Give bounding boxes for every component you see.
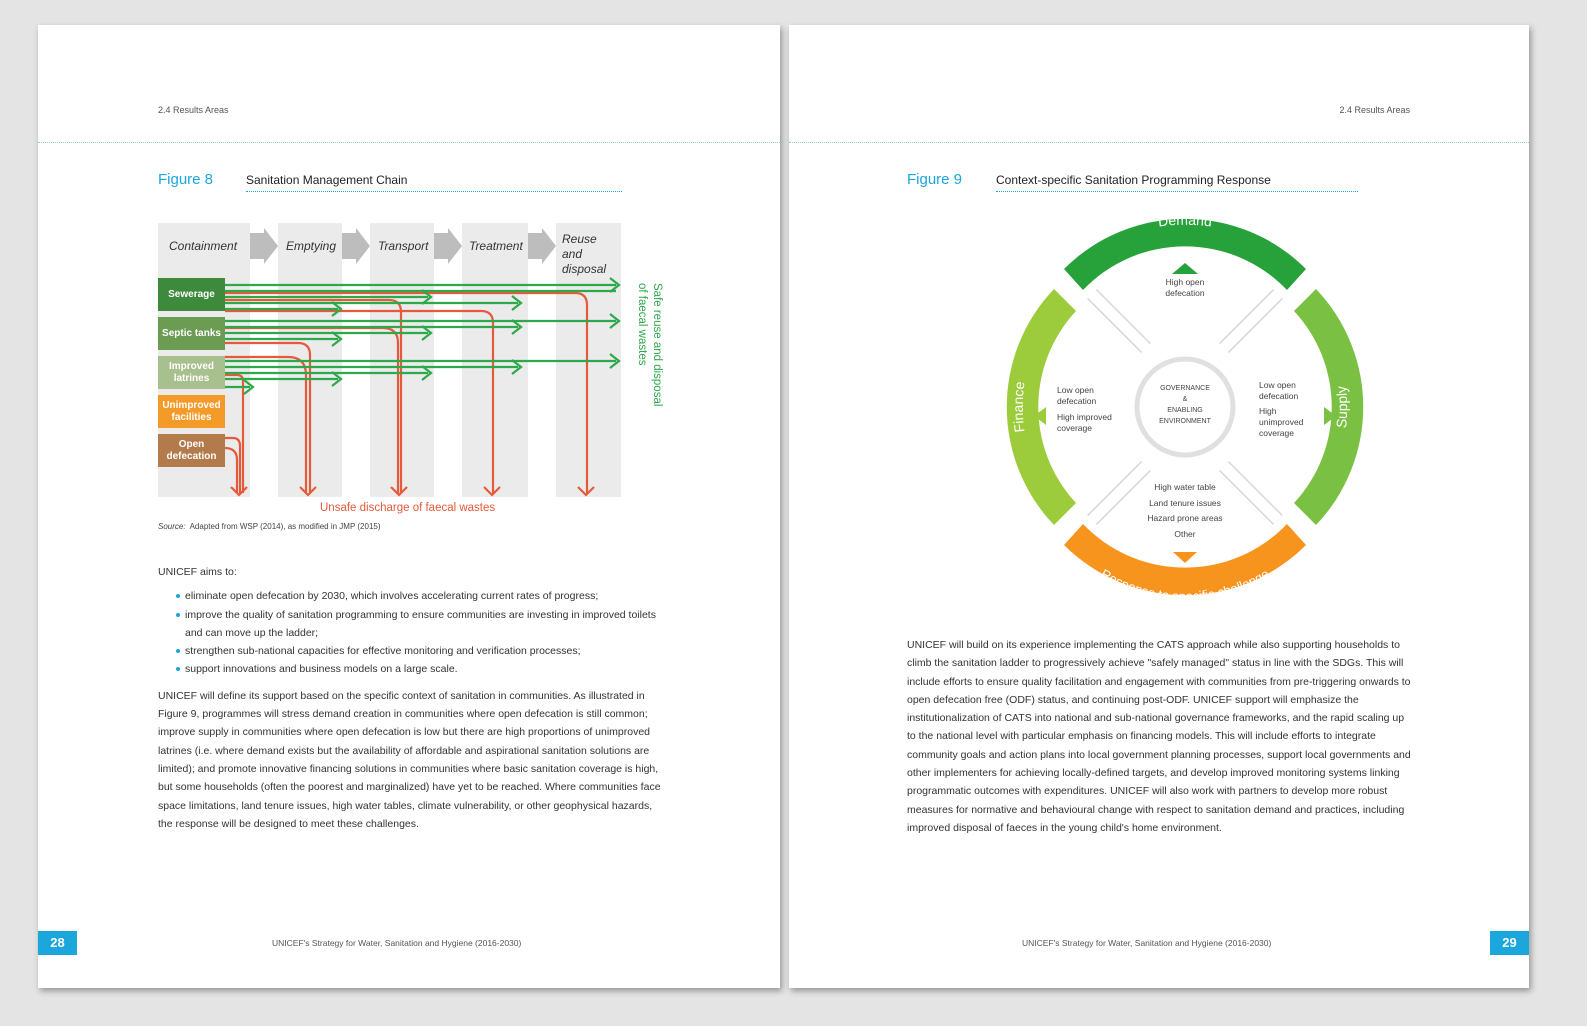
triangle-down-icon [1173,552,1197,563]
arrowhead-icon [609,313,621,329]
stage-label-containment: Containment [169,239,238,253]
spoke [1220,290,1282,352]
arrowhead-icon [299,486,317,497]
right-body: UNICEF will build on its experience impl… [907,636,1411,837]
arrowhead-icon [390,486,408,497]
arrowhead-icon [609,277,621,293]
list-item: improve the quality of sanitation progra… [176,606,663,643]
arrowhead-icon [577,486,595,497]
running-head: 2.4 Results Areas [1339,105,1410,115]
chevron-arrow-icon [250,228,278,264]
safe-reuse-label: Safe reuse and disposal of faecal wastes [636,283,663,407]
page-footer: UNICEF's Strategy for Water, Sanitation … [272,938,522,948]
wheel-spokes-inner [1088,290,1282,524]
left-page: 2.4 Results Areas Figure 8 Sanitation Ma… [38,25,780,988]
finance-note: Low open defecation High improved covera… [1057,385,1112,433]
row-label-septic-tanks: Septic tanks [158,317,225,350]
left-body: UNICEF aims to: eliminate open defecatio… [158,563,663,833]
wheel-diagram: Demand Supply Finance Response to specif… [1006,212,1364,604]
arrowhead-icon [421,289,433,305]
figure-title: Context-specific Sanitation Programming … [996,173,1358,192]
figure-number: Figure 9 [907,171,963,188]
chain-diagram [158,223,621,497]
response-note: High water table Land tenure issues Haza… [1147,482,1223,539]
unsafe-flow [225,309,495,493]
body-paragraph: UNICEF will build on its experience impl… [907,639,1411,834]
center-label: GOVERNANCE & ENABLING ENVIRONMENT [1159,385,1211,425]
supply-label: Supply [1333,385,1350,428]
aims-list: eliminate open defecation by 2030, which… [158,587,663,678]
arrowhead-icon [331,301,343,317]
chevron-arrow-icon [434,228,462,264]
arrowhead-icon [331,371,343,387]
intro-text: UNICEF aims to: [158,566,237,578]
unsafe-flow [224,446,239,493]
safe-arrowheads [243,277,621,395]
body-paragraph: UNICEF will define its support based on … [158,689,661,830]
unsafe-discharge-label: Unsafe discharge of faecal wastes [320,502,496,514]
page-number: 28 [38,931,77,955]
unsafe-flow [225,291,589,493]
header-rule [38,142,780,143]
page-footer: UNICEF's Strategy for Water, Sanitation … [1022,938,1272,948]
arrowhead-icon [609,353,621,369]
arrowhead-icon [421,365,433,381]
stage-label-transport: Transport [378,239,429,253]
running-head: 2.4 Results Areas [158,105,229,115]
stage-label-treatment: Treatment [469,239,523,253]
stage-chevrons [250,228,556,264]
spoke [1088,290,1150,352]
unsafe-arrowheads [230,486,595,497]
stage-label-emptying: Emptying [286,239,337,253]
list-item: support innovations and business models … [176,660,663,678]
arrowhead-icon [511,319,523,335]
unsafe-flow [225,436,242,493]
chevron-arrow-icon [342,228,370,264]
supply-note: Low open defecation High unimproved cove… [1259,380,1304,438]
row-label-sewerage: Sewerage [158,278,225,311]
figure-source: Source: Adapted from WSP (2014), as modi… [158,522,381,531]
unsafe-flow [225,341,312,493]
unsafe-flow [225,373,245,493]
arrowhead-icon [243,379,255,395]
response-arc [1064,524,1306,596]
arrowhead-icon [421,325,433,341]
stage-label-reuse: Reuse and disposal [562,232,607,276]
safe-flows [225,283,616,389]
demand-arc [1064,218,1306,290]
header-rule [789,142,1529,143]
triangle-right-icon [1324,407,1336,425]
finance-arc [1006,289,1076,525]
figure-title: Sanitation Management Chain [246,173,622,192]
row-label-improved-latrines: Improved latrines [158,356,225,389]
demand-label: Demand [1157,212,1213,230]
demand-note: High open defecation [1165,277,1205,298]
list-item: strengthen sub-national capacities for e… [176,642,663,660]
supply-arc [1294,289,1364,525]
finance-label: Finance [1010,380,1028,433]
triangle-left-icon [1034,407,1046,425]
arrowhead-icon [511,295,523,311]
arrowhead-icon [230,486,248,497]
arrowhead-icon [331,331,343,347]
arrowhead-icon [511,359,523,375]
center-circle [1134,356,1236,458]
spoke [1220,462,1282,524]
list-item: eliminate open defecation by 2030, which… [176,587,663,605]
triangle-up-icon [1172,263,1198,274]
arrowhead-icon [483,486,501,497]
right-page: 2.4 Results Areas Figure 9 Context-speci… [789,25,1529,988]
row-label-open-defecation: Open defecation [158,434,225,467]
figure-number: Figure 8 [158,171,214,188]
row-label-unimproved: Unimproved facilities [158,395,225,428]
spoke [1088,462,1150,524]
chevron-arrow-icon [528,228,556,264]
page-number: 29 [1490,931,1529,955]
